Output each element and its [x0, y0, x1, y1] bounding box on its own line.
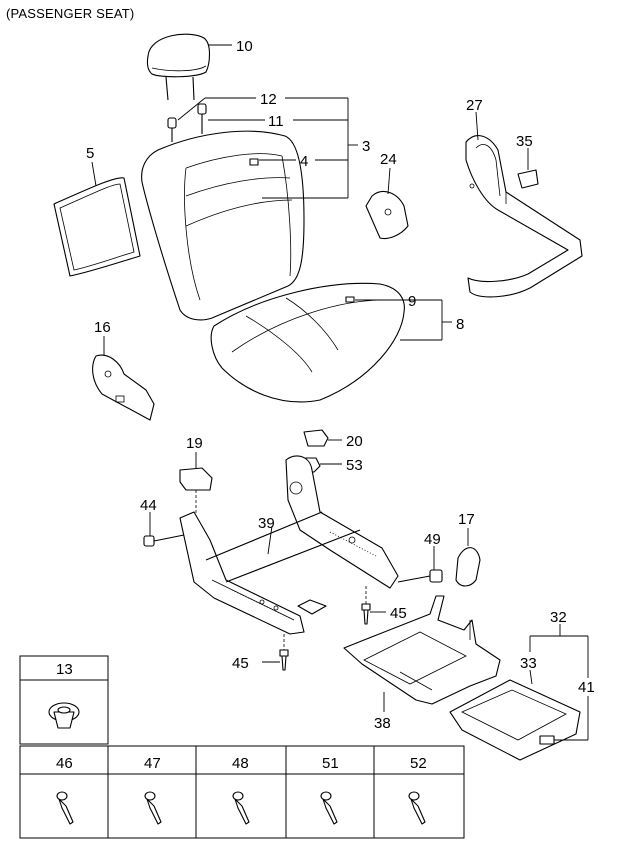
label-17: 17	[458, 511, 475, 528]
storage-tray	[449, 679, 581, 761]
label-53: 53	[346, 457, 363, 474]
screw-45-upper	[361, 603, 371, 625]
label-27: 27	[466, 97, 483, 114]
table-cell-51: 51	[322, 755, 339, 772]
label-3: 3	[362, 138, 370, 155]
label-45-lower: 45	[232, 655, 249, 672]
label-10: 10	[236, 38, 253, 55]
label-33: 33	[520, 655, 537, 672]
back-panel	[53, 177, 141, 277]
label-12: 12	[260, 91, 277, 108]
screw-icon-51	[320, 791, 338, 825]
push-nut-icon	[48, 702, 80, 729]
screw-45-lower	[279, 649, 289, 671]
knob-cover	[455, 547, 481, 587]
cap-20	[303, 429, 329, 447]
label-5: 5	[86, 145, 94, 162]
label-11: 11	[268, 113, 284, 130]
label-38: 38	[374, 715, 391, 732]
label-44: 44	[140, 497, 157, 514]
screw-icon-52	[408, 791, 426, 825]
seat-back	[141, 130, 305, 321]
screw-icon-47	[144, 791, 162, 825]
label-4: 4	[300, 153, 308, 170]
clip	[517, 169, 539, 189]
label-35: 35	[516, 133, 533, 150]
label-19: 19	[186, 435, 203, 452]
label-41: 41	[578, 679, 595, 696]
screw-icon-46	[56, 791, 74, 825]
tray-bracket	[343, 595, 501, 705]
label-9: 9	[408, 293, 416, 310]
label-8: 8	[456, 316, 464, 333]
label-24: 24	[380, 151, 397, 168]
label-49: 49	[424, 531, 441, 548]
bolt-44	[143, 534, 185, 547]
seat-cushion	[210, 282, 405, 403]
bracket-19	[179, 467, 213, 491]
table-cell-13: 13	[56, 661, 73, 678]
headrest	[146, 33, 211, 101]
table-cell-47: 47	[144, 755, 161, 772]
label-39: 39	[258, 515, 275, 532]
seat-track	[179, 455, 399, 635]
table-cell-52: 52	[410, 755, 427, 772]
table-cell-48: 48	[232, 755, 249, 772]
headrest-guides	[167, 103, 207, 142]
fastener-table	[19, 655, 465, 839]
label-16: 16	[94, 319, 111, 336]
label-45-upper: 45	[390, 605, 407, 622]
bolt-49	[397, 569, 443, 583]
hinge-cover	[365, 191, 409, 240]
frame-rail	[465, 135, 583, 298]
table-cell-46: 46	[56, 755, 73, 772]
label-32: 32	[550, 609, 567, 626]
side-cover	[92, 354, 155, 421]
label-20: 20	[346, 433, 363, 450]
diagram-title: (PASSENGER SEAT)	[6, 6, 135, 21]
screw-icon-48	[232, 791, 250, 825]
